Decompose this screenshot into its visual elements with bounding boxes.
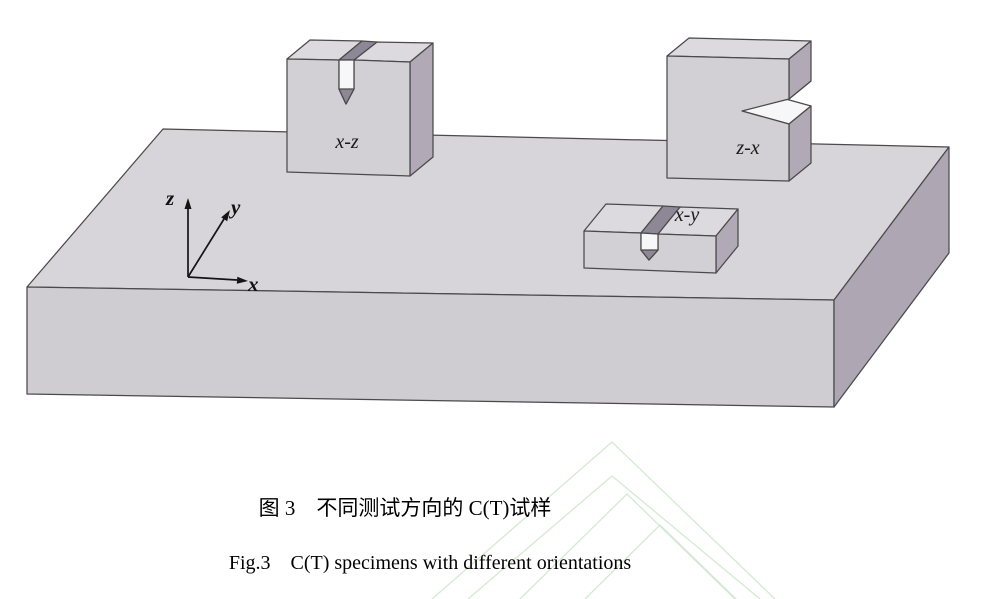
- x-axis-label: x: [247, 272, 259, 296]
- specimen-zx: z-x: [666, 37, 812, 182]
- z-axis-label: z: [165, 186, 175, 210]
- caption-chinese: 图 3 不同测试方向的 C(T)试样: [258, 496, 552, 520]
- specimen-xy: x-y: [583, 203, 739, 274]
- y-axis-arrowhead-icon: [221, 210, 230, 222]
- y-axis-line: [187, 218, 225, 278]
- specimen-xz-notch-tip: [338, 88, 355, 105]
- watermark-chevron: [467, 475, 761, 599]
- watermark-chevron: [584, 524, 737, 599]
- specimen-xz-label: x-z: [334, 131, 359, 153]
- z-axis-arrowhead-icon: [184, 198, 192, 209]
- specimen-zx-top-face: [666, 37, 812, 60]
- watermark-chevron: [431, 441, 776, 599]
- watermark-pattern: [431, 441, 776, 599]
- watermark-chevron: [519, 493, 736, 599]
- specimen-xy-label: x-y: [674, 204, 700, 226]
- specimen-zx-label: z-x: [735, 137, 759, 159]
- x-axis-arrowhead-icon: [236, 276, 248, 284]
- base-plate: [26, 128, 950, 408]
- specimen-xz: x-z: [286, 39, 434, 177]
- specimen-xz-side-face: [409, 42, 434, 177]
- specimen-zx-front-face: [666, 55, 790, 182]
- x-axis-line: [187, 276, 238, 281]
- base-plate-front-face: [26, 286, 835, 408]
- caption-english: Fig.3 C(T) specimens with different orie…: [228, 552, 632, 574]
- y-axis-label: y: [228, 195, 241, 219]
- coordinate-axes: z y x: [165, 186, 259, 296]
- specimen-xy-notch-tip: [640, 249, 659, 261]
- base-plate-side-face: [833, 146, 950, 408]
